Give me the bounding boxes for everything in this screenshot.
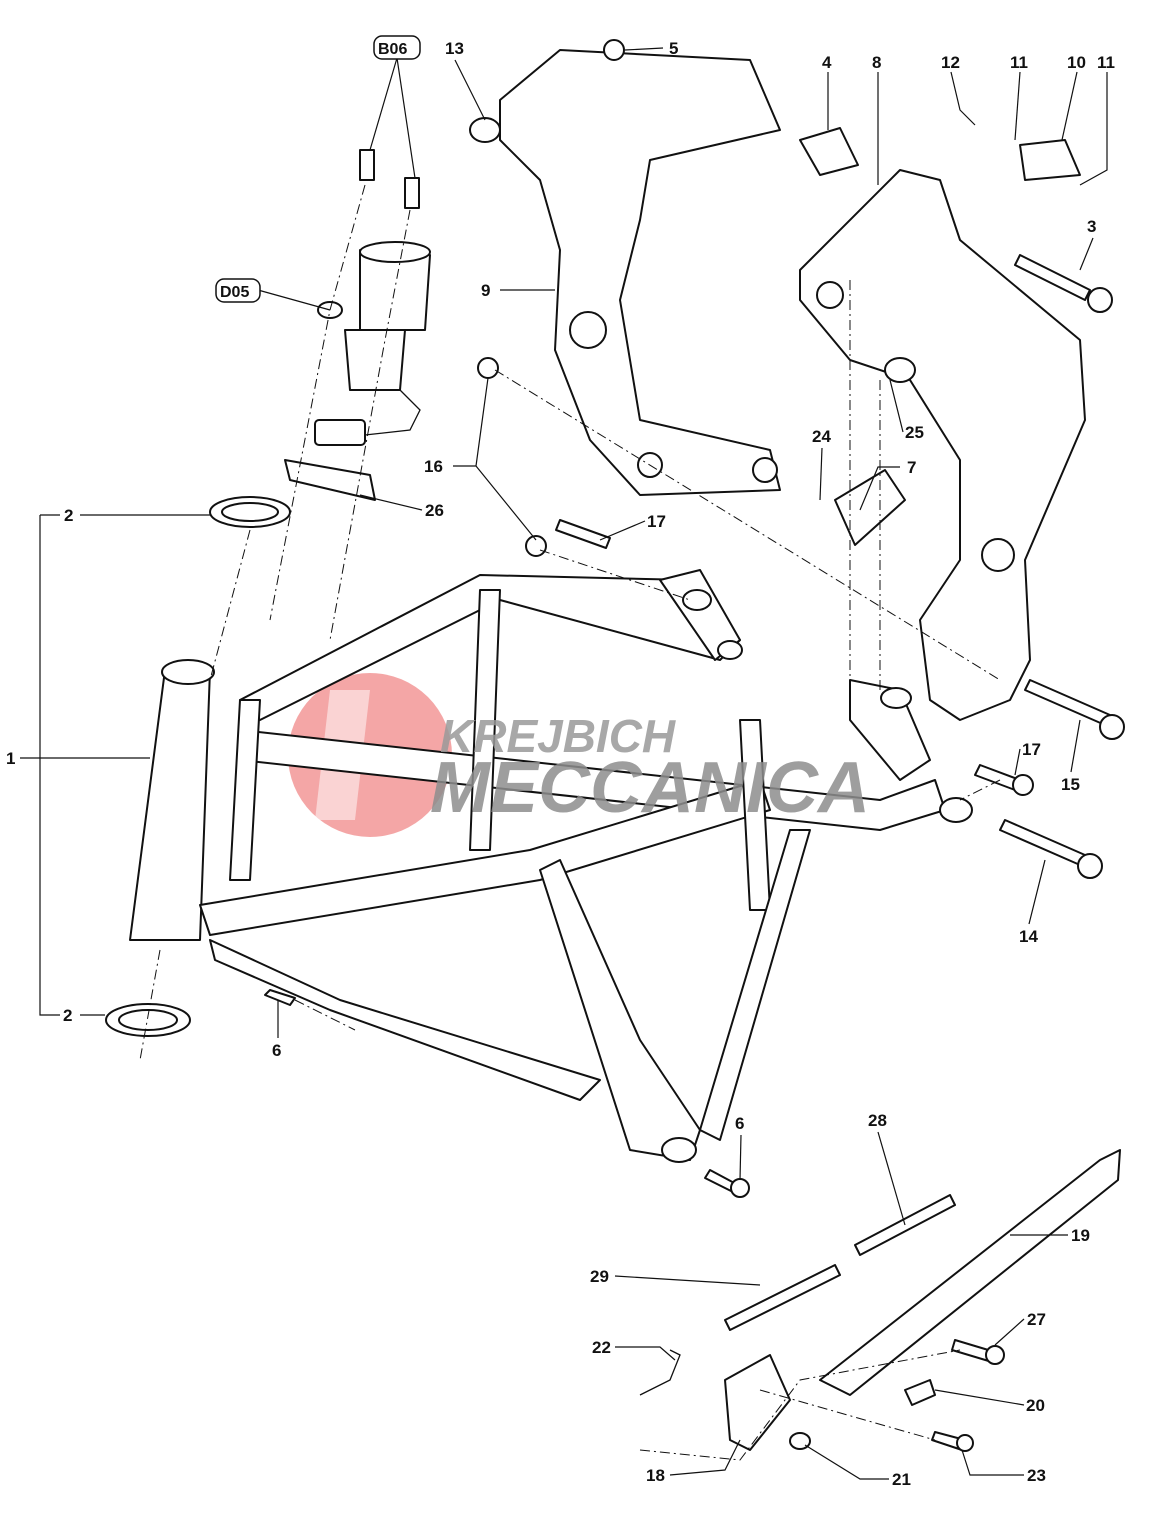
callout-14: 14: [1019, 927, 1038, 946]
callout-6: 6: [272, 1041, 281, 1060]
callout-4: 4: [822, 53, 832, 72]
callout-5: 5: [669, 39, 678, 58]
callout-19: 19: [1071, 1226, 1090, 1245]
reference-b06-label: B06: [378, 41, 407, 58]
callout-29: 29: [590, 1267, 609, 1286]
callout-12: 12: [941, 53, 960, 72]
callout-21: 21: [892, 1470, 911, 1489]
callouts: 13 5 4 8 12 11 10 11 3 9 24 25 16 7 2 26…: [6, 39, 1115, 1489]
callout-10: 10: [1067, 53, 1086, 72]
callout-16: 16: [424, 457, 443, 476]
reference-b06: B06: [373, 35, 421, 60]
callout-25: 25: [905, 423, 924, 442]
bolts: [264, 39, 1125, 1452]
callout-27: 27: [1027, 1310, 1046, 1329]
callout-11: 11: [1010, 53, 1028, 72]
callout-2b: 2: [63, 1006, 72, 1025]
rear-brackets: [499, 49, 1086, 721]
side-stand: [639, 1149, 1121, 1451]
reference-d05: D05: [215, 278, 261, 303]
callout-24: 24: [812, 427, 831, 446]
callout-11b: 11: [1097, 53, 1115, 72]
assembly-lines: [139, 184, 1001, 1461]
reference-d05-label: D05: [220, 284, 249, 301]
callout-7: 7: [907, 458, 916, 477]
callout-6b: 6: [735, 1114, 744, 1133]
main-frame: [129, 569, 973, 1163]
leader-lines: [20, 47, 1108, 1480]
callout-17: 17: [647, 512, 666, 531]
callout-15: 15: [1061, 775, 1080, 794]
callout-1: 1: [6, 749, 15, 768]
bearings: [105, 496, 291, 1037]
callout-23: 23: [1027, 1466, 1046, 1485]
ignition-lock: [284, 149, 431, 501]
callout-26: 26: [425, 501, 444, 520]
callout-20: 20: [1026, 1396, 1045, 1415]
callout-28: 28: [868, 1111, 887, 1130]
callout-17b: 17: [1022, 740, 1041, 759]
watermark-line2: MECCANICA: [430, 748, 870, 828]
callout-3: 3: [1087, 217, 1096, 236]
callout-18: 18: [646, 1466, 665, 1485]
callout-8: 8: [872, 53, 881, 72]
callout-22: 22: [592, 1338, 611, 1357]
watermark-line1: KREJBICH: [440, 710, 676, 762]
callout-2: 2: [64, 506, 73, 525]
callout-13: 13: [445, 39, 464, 58]
callout-9: 9: [481, 281, 490, 300]
